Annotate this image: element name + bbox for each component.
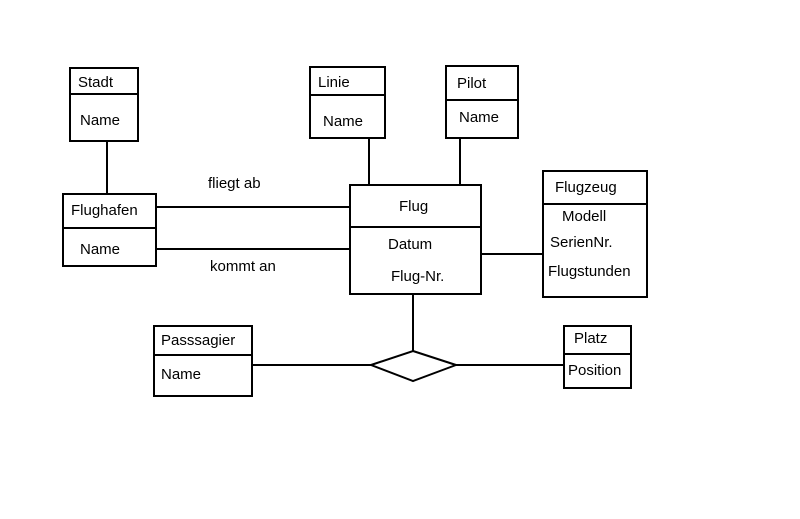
entity-stadt[interactable]: Stadt Name — [69, 67, 139, 142]
entity-attribute: Name — [459, 109, 500, 126]
entity-flug[interactable]: Flug Datum Flug-Nr. — [349, 184, 482, 295]
entity-attribute: Name — [161, 366, 202, 383]
entity-attribute: Name — [323, 113, 364, 130]
relationship-label-fliegt-ab: fliegt ab — [208, 175, 261, 192]
entity-pilot[interactable]: Pilot Name — [445, 65, 519, 139]
entity-attribute: Datum — [388, 236, 433, 253]
entity-title: Platz — [574, 330, 608, 347]
entity-attribute: Name — [80, 112, 121, 129]
entity-title: Stadt — [78, 74, 114, 91]
relationship-diamond[interactable] — [368, 349, 460, 383]
entity-title: Pilot — [457, 75, 487, 92]
entity-attribute: Position — [568, 362, 622, 379]
entity-attribute: Flugstunden — [548, 263, 631, 280]
entity-title: Linie — [318, 74, 350, 91]
entity-title: Flughafen — [71, 202, 138, 219]
entity-attribute: Flug-Nr. — [391, 268, 445, 285]
entity-passagier[interactable]: Passsagier Name — [153, 325, 253, 397]
entity-attribute: SerienNr. — [550, 234, 613, 251]
entity-linie[interactable]: Linie Name — [309, 66, 386, 139]
entity-flughafen[interactable]: Flughafen Name — [62, 193, 157, 267]
entity-title: Flug — [399, 198, 429, 215]
entity-title: Passsagier — [161, 332, 236, 349]
entity-attribute: Modell — [562, 208, 607, 225]
entity-title: Flugzeug — [555, 179, 617, 196]
entity-platz[interactable]: Platz Position — [563, 325, 632, 389]
entity-attribute: Name — [80, 241, 121, 258]
entity-flugzeug[interactable]: Flugzeug Modell SerienNr. Flugstunden — [542, 170, 648, 298]
relationship-label-kommt-an: kommt an — [210, 258, 276, 275]
